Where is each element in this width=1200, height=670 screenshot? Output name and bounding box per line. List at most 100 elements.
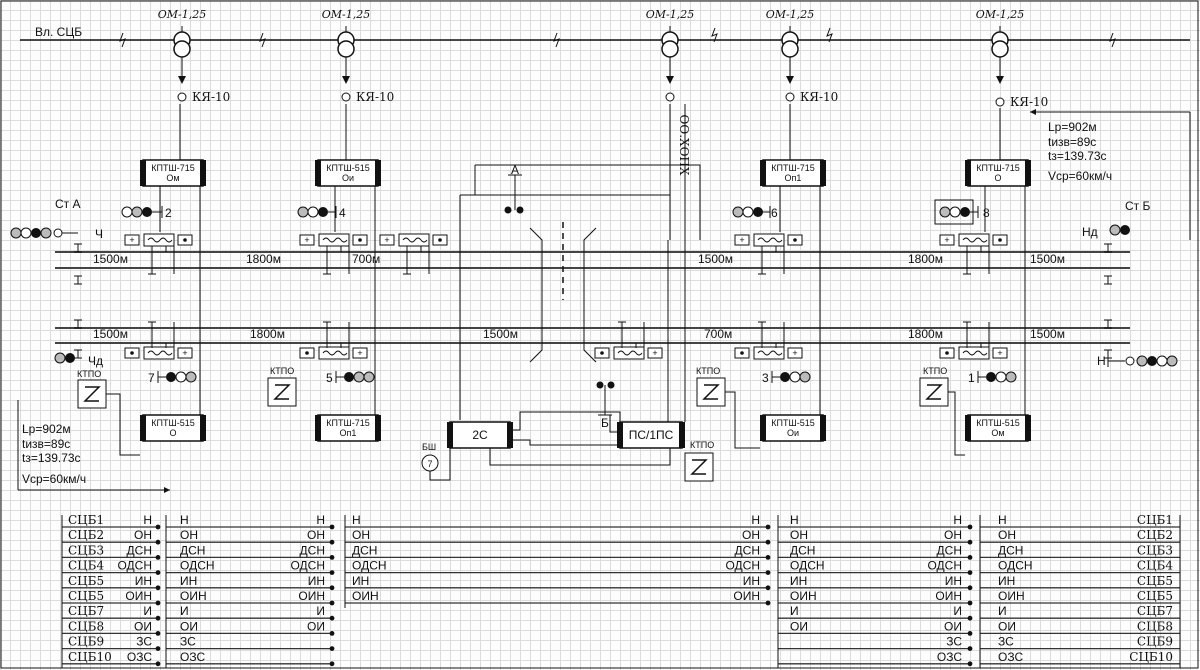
crossing-zone: А <box>459 163 701 420</box>
disconnector-4-label: КЯ-10 <box>800 90 838 104</box>
track-circuit-top-2[interactable]: + <box>299 233 368 275</box>
track-bottom <box>55 327 1130 344</box>
ktpsh-box-top-3[interactable]: КПТШ-715 Оп1 <box>760 159 826 187</box>
dist-bottom-2: 1800м <box>250 327 285 341</box>
dist-top-1: 1500м <box>93 252 128 266</box>
ktpo-4-label: КТПО <box>923 366 947 376</box>
relay-table-left-right-3: ОДСН <box>117 559 152 573</box>
ktpo-4[interactable]: КТПО <box>919 366 965 456</box>
ktpsh-box-top-1[interactable]: КПТШ-715 Ом <box>140 159 206 187</box>
calc-right-tz: tз=139.73с <box>1048 149 1107 163</box>
relay-table-mid1-left-4: ИН <box>180 574 197 588</box>
svg-text:+: + <box>944 235 949 245</box>
bsh-indicator: 7 БШ <box>421 442 439 472</box>
entrance-signal-chd[interactable]: Чд <box>54 352 103 368</box>
transformer-4-label: ОМ-1,25 <box>766 8 815 21</box>
ktpo-3[interactable]: КТПО <box>696 366 760 449</box>
track-circuit-bottom-2[interactable]: + <box>299 321 368 360</box>
relay-table-mid3-right-4: ИН <box>945 574 962 588</box>
ktpo-2[interactable]: КТПО <box>267 366 297 407</box>
relay-table-right-code-7: СЦБ8 <box>1137 619 1173 633</box>
relay-table-right-code-1: СЦБ2 <box>1137 528 1173 542</box>
ktpo-5-label: КТПО <box>690 440 714 450</box>
relay-table-mid3-right-0: Н <box>953 513 962 527</box>
ktpsh-box-top-2[interactable]: КПТШ-515 Ои <box>315 159 381 187</box>
relay-table-right-left-5: ОИН <box>998 589 1025 603</box>
box-ps[interactable]: ПС/1ПС <box>617 421 685 449</box>
relay-table-right-code-0: СЦБ1 <box>1137 513 1173 527</box>
svg-text:+: + <box>997 348 1002 358</box>
relay-table-mid1-right-2: ДСН <box>300 543 325 557</box>
relay-table-mid1-right-4: ИН <box>308 574 325 588</box>
transformer-3[interactable]: ОМ-1,25 <box>646 8 695 102</box>
relay-table-left-right-7: ОИ <box>134 619 152 633</box>
relay-tables: НСЦБ1ОНСЦБ2ДСНСЦБ3ОДСНСЦБ4ИНСЦБ5ОИНСЦБ5И… <box>61 513 1181 668</box>
signal-top-4[interactable]: 4 <box>297 206 346 220</box>
relay-table-left-code-6: СЦБ7 <box>68 604 104 618</box>
ktpo-1[interactable]: КТПО <box>77 369 140 456</box>
track-circuit-top-5[interactable]: + <box>939 233 1008 275</box>
relay-table-mid1-left-9: ОЗС <box>180 650 205 664</box>
relay-table-mid1-left-7: ОИ <box>180 619 198 633</box>
signal-bottom-3[interactable]: 3 <box>762 371 811 385</box>
entrance-signal-nd[interactable]: Нд <box>1082 224 1130 239</box>
svg-text:+: + <box>182 348 187 358</box>
calc-left-lp: Lp=902м <box>22 422 71 436</box>
ktpsh-box-bottom-4[interactable]: КПТШ-515 Ом <box>965 414 1031 442</box>
svg-text:+: + <box>129 235 134 245</box>
track-n-label: Н <box>1097 354 1106 368</box>
relay-table-mid1-left-1: ОН <box>180 528 198 542</box>
track-circuit-bottom-5[interactable]: + <box>939 321 1008 360</box>
relay-table-mid1-right-3: ОДСН <box>290 559 325 573</box>
station-a-label: Ст А <box>55 197 81 211</box>
signal-bottom-1[interactable]: 1 <box>968 371 1017 385</box>
track-circuit-top-3[interactable]: + <box>379 233 448 275</box>
track-nd-label: Нд <box>1082 225 1098 239</box>
entrance-signal-ch[interactable]: Ч <box>10 227 103 241</box>
relay-table-mid3-right-7: ОИ <box>944 619 962 633</box>
signal-top-2[interactable]: 2 <box>121 206 172 220</box>
relay-table-left: НСЦБ1ОНСЦБ2ДСНСЦБ3ОДСНСЦБ4ИНСЦБ5ОИНСЦБ5И… <box>62 513 161 667</box>
dist-top-5: 1800м <box>908 252 943 266</box>
relay-table-mid3-right-3: ОДСН <box>927 559 962 573</box>
track-circuit-bottom-1[interactable]: + <box>124 321 193 360</box>
barrier-b[interactable]: Б <box>596 381 615 431</box>
signal-bottom-5-num: 5 <box>326 371 333 385</box>
box-2c[interactable]: 2С <box>447 421 513 449</box>
relay-table-left-code-9: СЦБ10 <box>68 650 112 664</box>
signal-top-6[interactable]: 6 <box>732 206 778 220</box>
relay-table-left-right-4: ИН <box>135 574 152 588</box>
signal-bottom-7[interactable]: 7 <box>148 371 197 385</box>
ktpsh-box-top-4[interactable]: КПТШ-715 О <box>965 159 1031 187</box>
track-circuit-top-4[interactable]: + <box>734 233 803 275</box>
signal-bottom-5[interactable]: 5 <box>326 371 375 385</box>
dist-top-4: 1500м <box>698 252 733 266</box>
ktpsh-box-bottom-3[interactable]: КПТШ-515 Ои <box>760 414 826 442</box>
track-circuit-bottom-3[interactable]: + <box>594 321 663 360</box>
calc-right-vcp: Vср=60км/ч <box>1048 169 1112 183</box>
signal-bottom-3-num: 3 <box>762 371 769 385</box>
signal-bottom-1-num: 1 <box>968 371 975 385</box>
entrance-signal-n[interactable]: Н <box>1097 354 1178 368</box>
track-circuit-bottom-4[interactable]: + <box>734 321 803 360</box>
ktpsh-box-bottom-1[interactable]: КПТШ-515 О <box>140 414 206 442</box>
ktpsh-box-bottom-2[interactable]: КПТШ-715 Оп1 <box>315 414 381 442</box>
calc-left-tizv: tизв=89с <box>22 437 70 451</box>
power-label: ОО.ХОПХ <box>677 115 691 176</box>
svg-text:+: + <box>652 348 657 358</box>
relay-table-right-left-1: ОН <box>998 528 1016 542</box>
relay-table-mid1-right-7: ОИ <box>307 619 325 633</box>
relay-table-mid1-left-2: ДСН <box>180 543 205 557</box>
relay-table-mid2-right-0: Н <box>751 513 760 527</box>
ktpo-5[interactable]: КТПО <box>684 440 714 482</box>
ktpsh-top-2-name: КПТШ-515 <box>326 163 369 173</box>
signal-top-8[interactable]: 8 <box>934 199 990 225</box>
track-circuit-top-1[interactable]: + <box>124 233 193 275</box>
